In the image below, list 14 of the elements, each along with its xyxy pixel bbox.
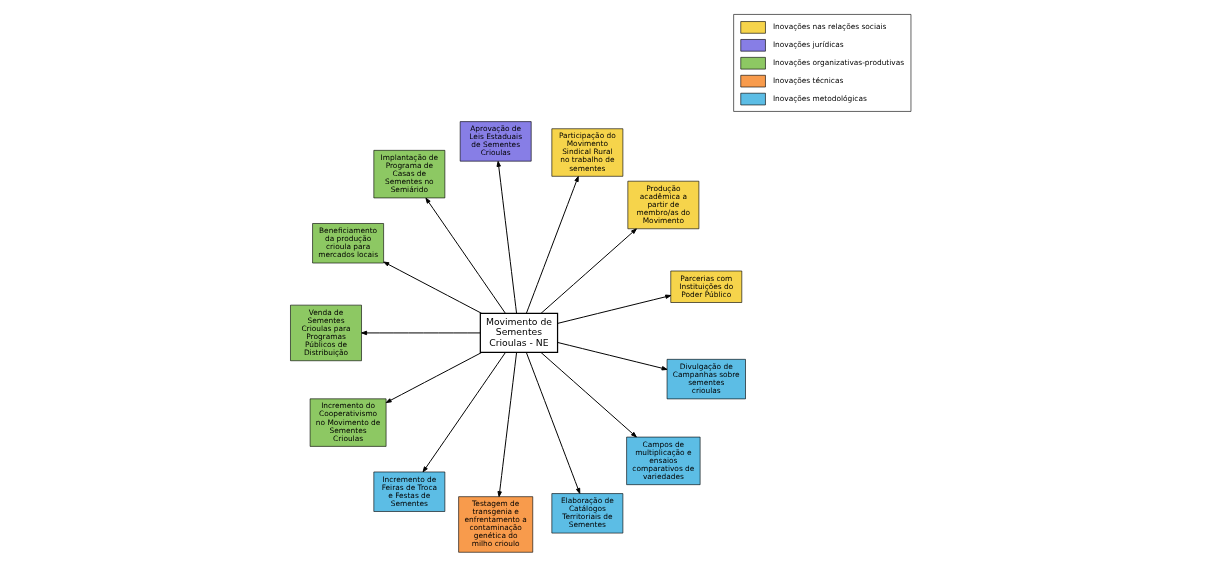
arrow (525, 176, 579, 314)
arrow (425, 197, 506, 314)
arrow (557, 294, 672, 324)
arrow (525, 351, 581, 494)
node-box: Movimento de Sementes Crioulas - NE (479, 312, 559, 353)
arrow (361, 330, 481, 336)
arrow (383, 261, 483, 314)
arrow (557, 342, 668, 371)
arrow (497, 352, 518, 498)
arrow (540, 228, 637, 314)
arrow (422, 351, 506, 473)
arrow (496, 160, 518, 314)
arrow (385, 352, 483, 404)
arrow (540, 352, 637, 438)
